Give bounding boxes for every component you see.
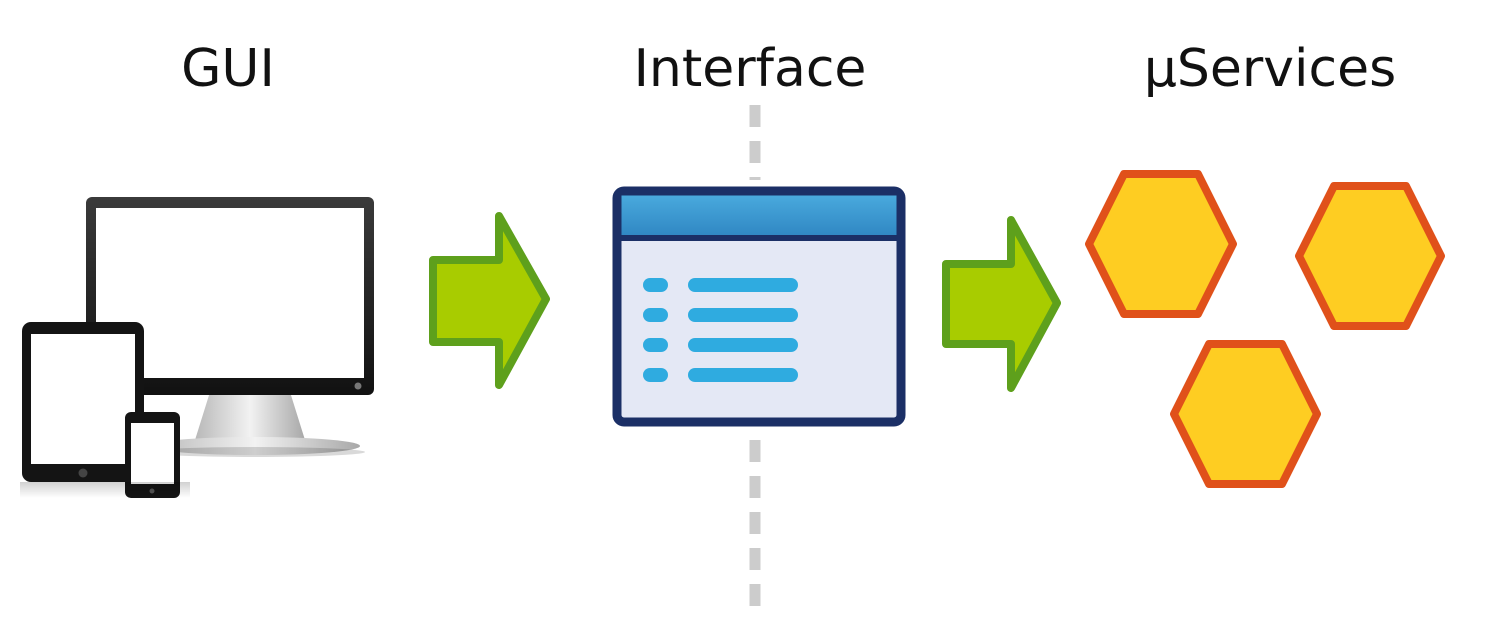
- gui-label: GUI: [181, 39, 275, 99]
- interface-label: Interface: [633, 39, 867, 99]
- hexagon-icon: [1085, 170, 1237, 318]
- monitor-stand: [145, 392, 365, 457]
- list-lines: [643, 278, 798, 382]
- services-label: µServices: [1143, 39, 1397, 99]
- arrow-right-icon: [429, 212, 550, 389]
- hexagon-icon: [1295, 182, 1445, 330]
- window-list-icon: [612, 186, 906, 427]
- arrow-right-icon: [942, 216, 1061, 392]
- hexagon-icon: [1170, 340, 1321, 488]
- devices-icon: [20, 197, 374, 498]
- phone-icon: [125, 412, 180, 498]
- tablet-icon: [22, 322, 144, 482]
